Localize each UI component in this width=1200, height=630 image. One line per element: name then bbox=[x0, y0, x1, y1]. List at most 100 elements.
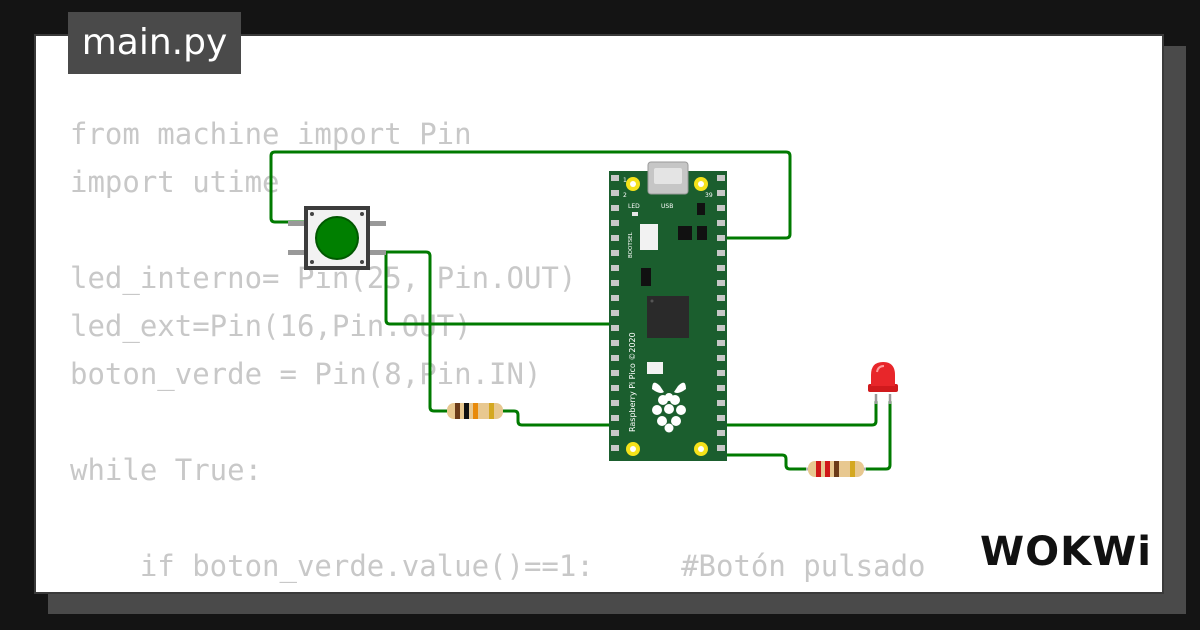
pico-pad bbox=[717, 310, 725, 316]
code-line: from machine import Pin bbox=[70, 117, 472, 151]
pico-pad bbox=[611, 220, 619, 226]
pico-pad bbox=[611, 310, 619, 316]
component-chip bbox=[678, 226, 692, 240]
push-button-leg bbox=[288, 221, 304, 226]
pico-pad bbox=[717, 220, 725, 226]
pico-pad bbox=[717, 190, 725, 196]
wire-resistor-to-pico-gnd bbox=[498, 409, 618, 427]
resistor-band bbox=[489, 403, 494, 419]
push-button-corner bbox=[310, 260, 314, 264]
pico-pad bbox=[611, 205, 619, 211]
pico-pad bbox=[717, 400, 725, 406]
push-button-corner bbox=[360, 260, 364, 264]
push-button[interactable] bbox=[288, 206, 386, 270]
pico-pad bbox=[717, 295, 725, 301]
pico-pad bbox=[717, 355, 725, 361]
push-button-leg bbox=[370, 221, 386, 226]
push-button-leg bbox=[288, 250, 304, 255]
pico-pad bbox=[611, 400, 619, 406]
pico-pad bbox=[717, 385, 725, 391]
pico-pad bbox=[611, 235, 619, 241]
raspberry-logo-icon bbox=[652, 382, 686, 433]
resistor-band bbox=[825, 461, 830, 477]
resistor-band bbox=[464, 403, 469, 419]
resistor-button[interactable] bbox=[447, 403, 503, 419]
pico-pad bbox=[611, 415, 619, 421]
pico-pad bbox=[611, 355, 619, 361]
pico-pad bbox=[611, 265, 619, 271]
led-red[interactable] bbox=[868, 362, 898, 404]
led-dome bbox=[871, 362, 895, 386]
file-tab-main-py[interactable]: main.py bbox=[68, 12, 241, 74]
usb-connector-slot bbox=[654, 168, 682, 184]
push-button-leg bbox=[370, 250, 386, 255]
flash-chip bbox=[647, 362, 663, 374]
mount-hole bbox=[630, 181, 636, 187]
push-button-corner bbox=[310, 212, 314, 216]
pico-pad bbox=[717, 445, 725, 451]
pin-number-1: 1 bbox=[623, 177, 627, 184]
pico-pad bbox=[611, 445, 619, 451]
pico-pad bbox=[717, 250, 725, 256]
pico-pad bbox=[717, 265, 725, 271]
resistor-led[interactable] bbox=[806, 461, 866, 477]
resistor-band bbox=[816, 461, 821, 477]
push-button-cap bbox=[315, 216, 359, 260]
component-chip bbox=[641, 268, 651, 286]
pico-pad bbox=[717, 235, 725, 241]
pico-pad bbox=[717, 325, 725, 331]
pico-pad bbox=[717, 370, 725, 376]
wire-button-to-resistor bbox=[382, 250, 452, 413]
rp2040-chip bbox=[647, 296, 689, 338]
resistor-band bbox=[473, 403, 478, 419]
pico-pad bbox=[717, 205, 725, 211]
pico-pad bbox=[717, 175, 725, 181]
pico-pad bbox=[717, 340, 725, 346]
component-chip bbox=[697, 203, 705, 215]
preview-card: from machine import Pin import utime led… bbox=[34, 34, 1164, 594]
pin-number-2: 2 bbox=[623, 192, 627, 199]
pico-pad bbox=[611, 340, 619, 346]
wire-button-to-pico-top bbox=[269, 150, 792, 240]
bootsel-button bbox=[640, 224, 658, 250]
wire-pico-to-resistor2 bbox=[714, 453, 814, 471]
code-line: if boton_verde.value()==1: #Botón pulsad… bbox=[70, 549, 926, 583]
wokwi-logo-text: WOKWi bbox=[980, 529, 1150, 574]
code-line: while True: bbox=[70, 453, 263, 487]
board-name: Raspberry Pi Pico ©2020 bbox=[628, 332, 637, 432]
wire-button-to-gp8 bbox=[382, 251, 618, 326]
wokwi-logo: WOKWi bbox=[980, 529, 1150, 574]
resistor-band bbox=[455, 403, 460, 419]
pico-pad bbox=[611, 175, 619, 181]
pico-pad bbox=[611, 385, 619, 391]
code-view: from machine import Pin import utime led… bbox=[70, 110, 926, 592]
pico-pad bbox=[611, 295, 619, 301]
code-line: import utime bbox=[70, 165, 280, 199]
resistor-band bbox=[834, 461, 839, 477]
pico-pad bbox=[611, 280, 619, 286]
wire-pico-to-led bbox=[714, 400, 878, 427]
mount-hole bbox=[698, 446, 704, 452]
raspberry-pi-pico[interactable]: 1 2 39 LED USB BOOTSEL Raspberry Pi Pico… bbox=[609, 161, 727, 461]
pico-pad bbox=[611, 190, 619, 196]
code-line: boton_verde = Pin(8,Pin.IN) bbox=[70, 357, 542, 391]
pico-pad bbox=[611, 325, 619, 331]
resistor-band bbox=[850, 461, 855, 477]
usb-silkscreen: USB bbox=[661, 203, 673, 210]
chip-dot bbox=[650, 299, 654, 303]
push-button-corner bbox=[360, 212, 364, 216]
led-highlight bbox=[876, 365, 885, 373]
code-line: led_ext=Pin(16,Pin.OUT) bbox=[70, 309, 472, 343]
bootsel-silkscreen: BOOTSEL bbox=[628, 231, 634, 258]
led-silkscreen: LED bbox=[628, 203, 640, 210]
component-chip bbox=[697, 226, 707, 240]
wire-resistor2-to-led bbox=[860, 400, 892, 471]
pico-pad bbox=[611, 430, 619, 436]
onboard-led bbox=[632, 212, 638, 216]
pico-pad bbox=[717, 430, 725, 436]
mount-hole bbox=[630, 446, 636, 452]
pico-pad bbox=[611, 370, 619, 376]
mount-hole bbox=[698, 181, 704, 187]
pin-number-39: 39 bbox=[705, 192, 713, 199]
